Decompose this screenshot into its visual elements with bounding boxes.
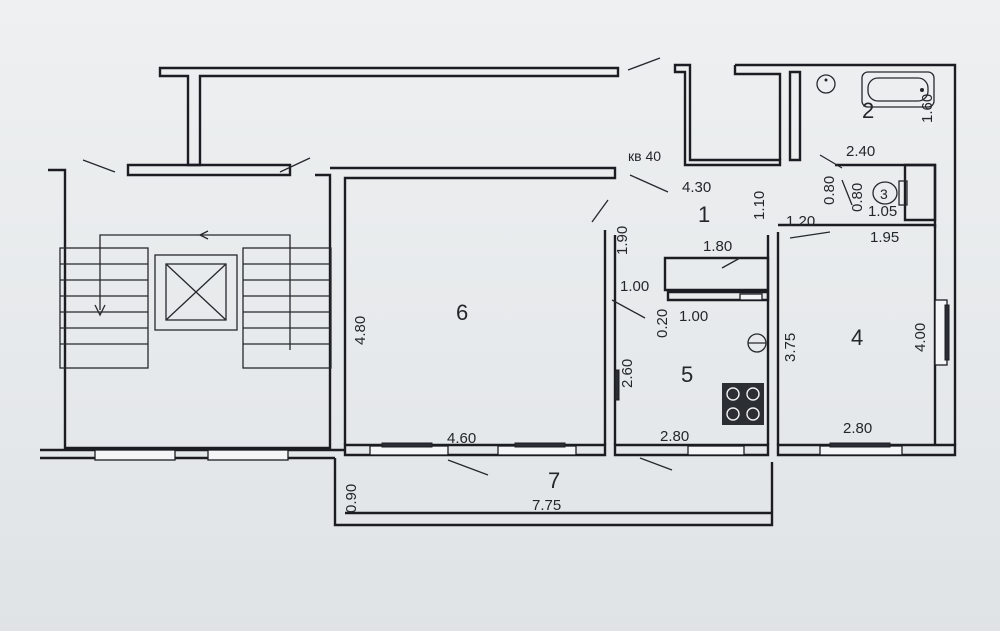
top-gallery-wall [158, 66, 620, 167]
room6-window-right-sill [514, 442, 566, 448]
labels: кв 40 1 2 3 4 5 6 7 4.30 1.10 1.90 1.80 … [343, 94, 936, 514]
balcony-wall [333, 458, 774, 527]
room-number-7: 7 [548, 468, 560, 493]
bath-pillar [788, 70, 802, 162]
elevator-car [165, 263, 227, 321]
balcony-door-room6 [447, 459, 489, 476]
dim-room6-width: 4.60 [447, 430, 476, 447]
bathtub-drain-icon [920, 88, 924, 92]
dim-wc-height-right: 0.80 [849, 183, 866, 212]
dim-balcony-height: 0.90 [343, 484, 360, 513]
bathtub-icon [861, 71, 935, 108]
entry-door [629, 174, 669, 193]
dim-hall-width: 1.20 [786, 213, 815, 230]
doors [82, 57, 853, 476]
gallery-door [627, 57, 661, 71]
dim-wc-height-left: 0.80 [821, 176, 838, 205]
staircase [59, 230, 332, 369]
entry-shaft-wall [673, 63, 782, 167]
kitchen-niche [666, 290, 770, 302]
stair-arrow-left-icon [198, 230, 209, 240]
room-number-5: 5 [681, 362, 693, 387]
right-outer-wall [735, 63, 957, 445]
room-number-3: 3 [880, 186, 888, 202]
toilet-cistern [898, 180, 908, 206]
dim-corridor-height: 1.10 [751, 191, 768, 220]
stair-window-left [94, 449, 176, 461]
apartment-label: кв 40 [628, 148, 661, 164]
room6-window-left-sill [381, 442, 433, 448]
dim-kitchen-bottom: 2.80 [660, 428, 689, 445]
room4-side-window-sill [944, 304, 950, 361]
toilet-icon [872, 181, 898, 205]
kitchen-bottom-wall [613, 443, 770, 457]
room4-door [789, 231, 831, 239]
dim-kitchen-door: 1.00 [620, 278, 649, 295]
stair-treads-right [243, 263, 331, 345]
bath-left-wall [733, 65, 782, 160]
dim-kitchen-left: 2.60 [619, 359, 636, 388]
dim-balcony-width: 7.75 [532, 497, 561, 514]
dim-kitchen-niche-width: 1.00 [679, 308, 708, 325]
stair-treads-left [60, 263, 148, 345]
elevator-cross-icon [165, 263, 227, 321]
dim-closet-width: 1.80 [703, 238, 732, 255]
dim-room4-left: 3.75 [782, 333, 799, 362]
dim-room4-top: 1.95 [870, 229, 899, 246]
dim-corridor-width: 4.30 [682, 179, 711, 196]
room6-wall [330, 166, 617, 445]
walls [40, 63, 957, 527]
dim-bath-width: 2.40 [846, 143, 875, 160]
stair-flight-left [59, 247, 149, 369]
dim-passage-height: 1.90 [614, 226, 631, 255]
stair-flight-right [242, 247, 332, 369]
kitchen-door [611, 299, 646, 319]
bathtub-inner [867, 77, 929, 102]
kitchen-window [687, 445, 745, 456]
balcony-door-kitchen [639, 457, 673, 471]
stair-arrow-down-icon [94, 304, 106, 317]
room6-door [591, 199, 609, 223]
kitchen-vent [739, 293, 763, 301]
stairwell-top-wall [126, 163, 292, 177]
stair-door-right [279, 157, 311, 173]
windows [94, 299, 950, 461]
room-number-1: 1 [698, 202, 710, 227]
elevator-shaft [154, 254, 238, 331]
fixtures [722, 71, 935, 425]
stair-direction-line [99, 234, 291, 350]
wc-door [841, 179, 853, 206]
closet-door [721, 257, 741, 269]
room4-window-sill [829, 442, 891, 448]
bath-sink-icon [816, 74, 836, 94]
stairwell-wall [48, 168, 332, 450]
room-number-4: 4 [851, 325, 863, 350]
dim-room4-bottom: 2.80 [843, 420, 872, 437]
dim-room4-right: 4.00 [912, 323, 929, 352]
kitchen-radiator [614, 369, 620, 401]
stair-door-left [82, 159, 116, 173]
room-number-6: 6 [456, 300, 468, 325]
dim-room6-height: 4.80 [352, 316, 369, 345]
dim-bath-height: 1.60 [919, 94, 936, 123]
closet-wall [663, 256, 770, 292]
room-number-2: 2 [862, 98, 874, 123]
bath-door [819, 154, 843, 169]
dim-wc-width: 1.05 [868, 203, 897, 220]
wc-cistern-wall [903, 163, 937, 222]
room4-bottom-wall [776, 443, 957, 457]
stair-window-right [207, 449, 289, 461]
dim-kitchen-niche-height: 0.20 [654, 309, 671, 338]
